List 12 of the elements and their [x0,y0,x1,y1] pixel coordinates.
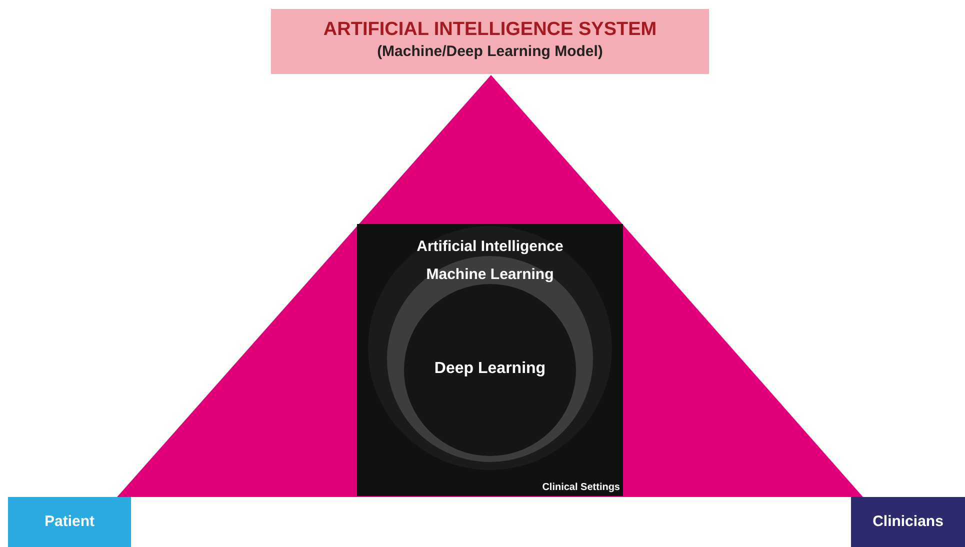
circle-label: Deep Learning [433,360,547,378]
role-box [851,497,965,547]
circle-label: Machine Learning [425,266,555,283]
role-label: Patient [43,513,96,530]
role-box [8,497,131,547]
subtitle-text: (Machine/Deep Learning Model) [376,43,604,60]
circle-label: Artificial Intelligence [416,238,564,255]
title-box [271,9,709,74]
title-text: ARTIFICIAL INTELLIGENCE SYSTEM [322,19,658,41]
role-label: Clinicians [872,513,944,530]
panel-label: Clinical Settings [542,482,620,493]
clinical-settings-panel [357,224,623,496]
